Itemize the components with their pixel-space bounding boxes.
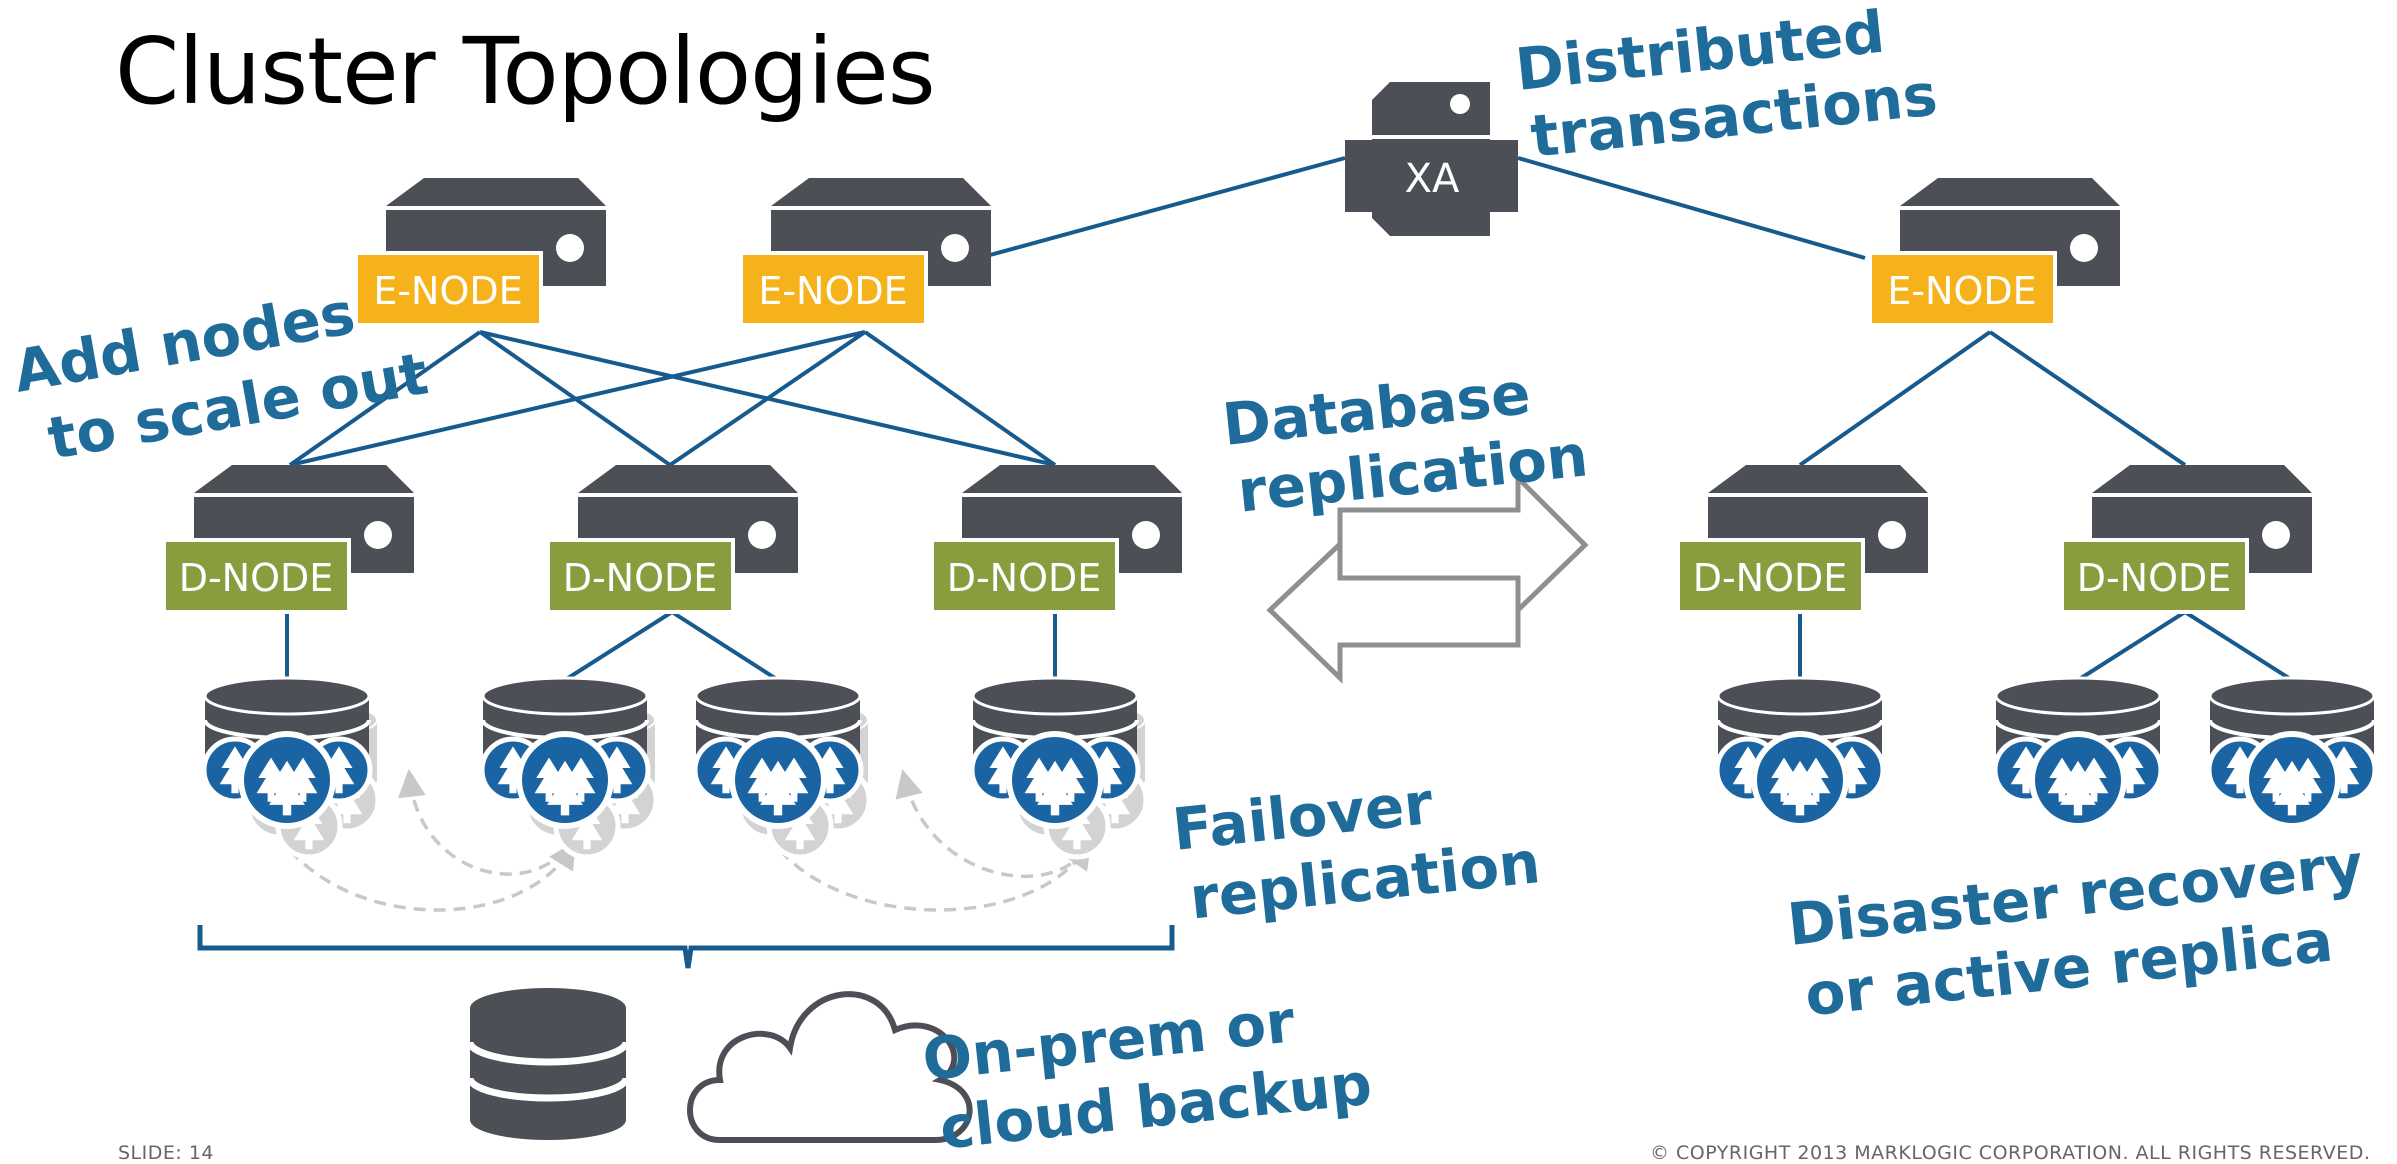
database-icon <box>972 676 1146 857</box>
enode-node-1 <box>354 251 543 327</box>
dnode-node-5 <box>2060 538 2249 614</box>
cloud-icon <box>687 991 973 1143</box>
enode-label: E-NODE <box>758 269 907 313</box>
connection-lines <box>285 156 2294 682</box>
dnode-node-3 <box>930 538 1119 614</box>
database-icon <box>1995 676 2161 826</box>
backup-callout: On-prem or cloud backup <box>919 980 1375 1162</box>
dnode-label: D-NODE <box>563 556 718 600</box>
database-icon <box>482 676 656 857</box>
forest-icon <box>2209 734 2375 826</box>
enode-label: E-NODE <box>1887 269 2036 313</box>
database-icon <box>1717 676 1883 826</box>
dnode-node-1 <box>162 538 351 614</box>
failover-arrows <box>288 768 1092 912</box>
dnode-label: D-NODE <box>179 556 334 600</box>
copyright-notice: © COPYRIGHT 2013 MARKLOGIC CORPORATION. … <box>1650 1142 2371 1164</box>
distributed-transactions-callout: Distributed transactions <box>1512 0 1940 172</box>
enode-node-3 <box>1868 251 2057 327</box>
dnode-node-2 <box>546 538 735 614</box>
dnode-label: D-NODE <box>1693 556 1848 600</box>
backup-database-icon <box>466 988 630 1140</box>
failover-replication-callout: Failover replication <box>1169 759 1543 934</box>
forest-icon <box>1717 734 1883 826</box>
enode-label: E-NODE <box>373 269 522 313</box>
enode-node-2 <box>739 251 928 327</box>
replication-arrow-icon <box>1266 471 1589 684</box>
database-icon <box>204 676 378 857</box>
dnode-label: D-NODE <box>2077 556 2232 600</box>
forest-icon <box>1995 734 2161 826</box>
xa-server-node: XA <box>1345 82 1518 236</box>
slide-title: Cluster Topologies <box>115 18 936 125</box>
database-icon <box>2209 676 2375 826</box>
dnode-node-4 <box>1676 538 1865 614</box>
xa-label: XA <box>1405 156 1460 202</box>
dnode-label: D-NODE <box>947 556 1102 600</box>
database-icon <box>695 676 869 857</box>
cluster-bracket <box>197 925 1175 969</box>
slide-number: SLIDE: 14 <box>118 1142 215 1164</box>
disaster-recovery-callout: Disaster recovery or active replica <box>1784 829 2393 1031</box>
